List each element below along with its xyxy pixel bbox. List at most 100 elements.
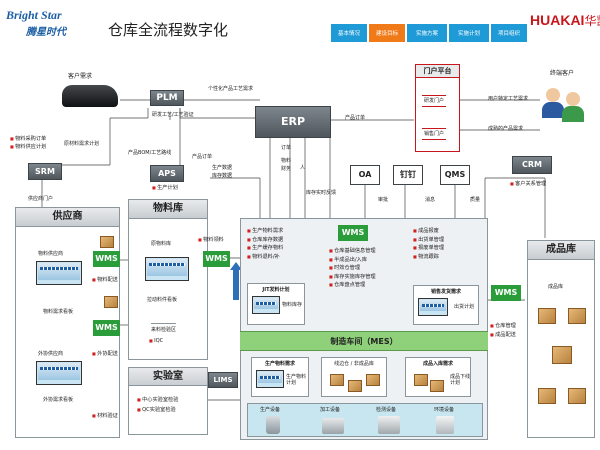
erp-personnel-label: 人 xyxy=(300,165,306,171)
mes-mid-text: 仓库基础信息管理 xyxy=(329,248,376,254)
external-demand-board-label: 外协需求看板 xyxy=(42,397,73,403)
box-icon xyxy=(104,296,118,308)
avatar-icon xyxy=(542,102,564,118)
mes-right-item: 成品报废 xyxy=(413,227,444,236)
machine-icon xyxy=(322,418,344,434)
mes-mid-item: 半成品出/入库 xyxy=(329,256,376,265)
tab-plan[interactable]: 实施方案 xyxy=(406,23,448,43)
mes-left-list: 生产物料需求 仓库库存数据 生产缓存物料 物料退料/补 xyxy=(247,227,283,261)
production-plan-text: 生产计划 xyxy=(152,185,178,191)
box-icon xyxy=(430,380,444,392)
erp-finance-label: 财务 xyxy=(281,166,292,172)
lab-title: 实验室 xyxy=(128,367,208,387)
customer-demand-label: 客户需求 xyxy=(68,73,93,80)
material-receive-label: 物料领料 xyxy=(198,236,224,245)
portal-sales[interactable]: 销售门户 xyxy=(422,128,447,140)
customer-relation-label: 客户关系管理 xyxy=(510,180,546,189)
purchase-order-text: 物料采购订单 xyxy=(10,136,46,142)
material-supply-label: 物料供应计划 xyxy=(10,143,46,152)
mes-left-text: 生产物料需求 xyxy=(247,228,283,234)
mes-right-text: 报废单管理 xyxy=(413,245,444,251)
box-icon xyxy=(538,388,556,404)
mes-mid-item: 库存实施库存管理 xyxy=(329,273,376,282)
jit-card: JIT发料计划 物料库存 xyxy=(247,283,305,325)
mes-right-item: 报废单管理 xyxy=(413,244,444,253)
oa-node[interactable]: OA xyxy=(350,165,380,185)
finished-in-card: 成品入库需求 成品下线计划 xyxy=(405,357,471,397)
material-distribute-label: 物料配送 xyxy=(92,276,118,285)
mes-mid-text: 库存实施库存管理 xyxy=(329,274,376,280)
aps-node[interactable]: APS xyxy=(150,165,184,182)
end-customer-label: 终端客户 xyxy=(550,70,575,77)
qms-node[interactable]: QMS xyxy=(440,165,470,185)
box-icon xyxy=(552,346,572,364)
mes-bar[interactable]: 制造车间（MES） xyxy=(240,331,488,351)
mes-right-item: 物流跟踪 xyxy=(413,253,444,262)
avatar-icon xyxy=(546,88,560,102)
tab-schedule[interactable]: 实施计划 xyxy=(448,23,490,43)
logo-english: Bright Star xyxy=(6,8,62,22)
dingding-node[interactable]: 钉钉 xyxy=(393,165,423,185)
mes-mid-text: 仓库盘点管理 xyxy=(329,282,365,288)
sales-monitor xyxy=(418,298,448,316)
tab-organization[interactable]: 项目组织 xyxy=(490,23,528,43)
message-label: 消息 xyxy=(425,197,436,203)
rd-process-label: 研发工艺/工艺验证 xyxy=(152,112,194,118)
equipment-production: 生产设备 xyxy=(260,407,281,413)
material-stock-label: 物料库存 xyxy=(282,302,303,308)
box-icon xyxy=(366,374,380,386)
mes-mid-list: 仓库基础信息管理 半成品出/入库 时效仓管理 库存实施库存管理 仓库盘点管理 xyxy=(329,247,376,290)
finished-item-text: 成品配送 xyxy=(490,332,516,338)
lims-node[interactable]: LIMS xyxy=(208,372,238,388)
tab-goals[interactable]: 建设目标 xyxy=(368,23,406,43)
mes-left-item: 生产物料需求 xyxy=(247,227,283,236)
plm-node[interactable]: PLM xyxy=(150,90,184,106)
external-supplier-label: 外协供应商 xyxy=(38,351,64,357)
box-icon xyxy=(100,236,114,248)
box-icon xyxy=(538,308,556,324)
mes-mid-text: 时效仓管理 xyxy=(329,265,360,271)
personalized-label: 个性化产品工艺需求 xyxy=(208,86,254,92)
wms-node-finished[interactable]: WMS xyxy=(491,285,521,301)
finished-stock-label: 成品库 xyxy=(548,284,564,290)
user-specific-label: 用户特定工艺需求 xyxy=(488,96,529,102)
huakai-chinese: 华凯 xyxy=(584,14,600,28)
supplier-portal-label: 供应商门户 xyxy=(28,196,54,202)
finished-panel: 成品库 xyxy=(527,259,595,438)
srm-node[interactable]: SRM xyxy=(28,163,62,180)
product-bom-label: 产品BOM/工艺路线 xyxy=(128,150,172,156)
wms-node-supplier-1[interactable]: WMS xyxy=(93,251,120,267)
jit-label: JIT发料计划 xyxy=(262,287,290,293)
erp-node[interactable]: ERP xyxy=(255,106,331,138)
product-order-label: 产品订单 xyxy=(345,115,366,121)
raw-material-plan-label: 原材料需求计划 xyxy=(64,141,100,147)
erp-order-label: 订单 xyxy=(281,145,292,151)
material-purchase-label: 物料采购订单 xyxy=(10,135,46,144)
equipment-processing: 加工设备 xyxy=(320,407,341,413)
mes-mid-text: 半成品出/入库 xyxy=(329,257,367,263)
finished-item-text: 仓库管理 xyxy=(490,323,516,329)
line-stock-label: 线边仓 / 非成品库 xyxy=(334,361,374,367)
wms-node-supplier-2[interactable]: WMS xyxy=(93,320,120,336)
wms-node-warehouse[interactable]: WMS xyxy=(203,251,230,267)
mes-right-list: 成品报废 出货单管理 报废单管理 物流跟踪 xyxy=(413,227,444,261)
prod-material-monitor xyxy=(256,370,284,388)
avatar-icon xyxy=(566,92,580,106)
raw-warehouse-label: 原物料库 xyxy=(151,241,172,247)
crm-node[interactable]: CRM xyxy=(512,156,552,174)
mes-mid-item: 仓库基础信息管理 xyxy=(329,247,376,256)
production-plan-label: 生产计划 xyxy=(152,184,178,193)
customer-relation-text: 客户关系管理 xyxy=(510,181,546,187)
warehouse-title: 物料库 xyxy=(128,199,208,219)
mes-left-item: 仓库库存数据 xyxy=(247,236,283,245)
iqc-text: IQC xyxy=(149,338,163,344)
logo-chinese: 腾星时代 xyxy=(26,27,66,38)
huakai-english: HUAKAI xyxy=(530,12,585,28)
equipment-row: 生产设备 加工设备 检测设备 环境设备 xyxy=(247,403,483,437)
mes-left-text: 生产缓存物料 xyxy=(247,245,283,251)
tab-basic[interactable]: 基本情况 xyxy=(330,23,368,43)
sales-card: 销售发货需求 出货计划 xyxy=(413,285,479,325)
portal-dev[interactable]: 研发门户 xyxy=(422,95,447,107)
material-demand-board-label: 物料需求看板 xyxy=(42,309,73,315)
wms-node-center[interactable]: WMS xyxy=(338,225,368,241)
